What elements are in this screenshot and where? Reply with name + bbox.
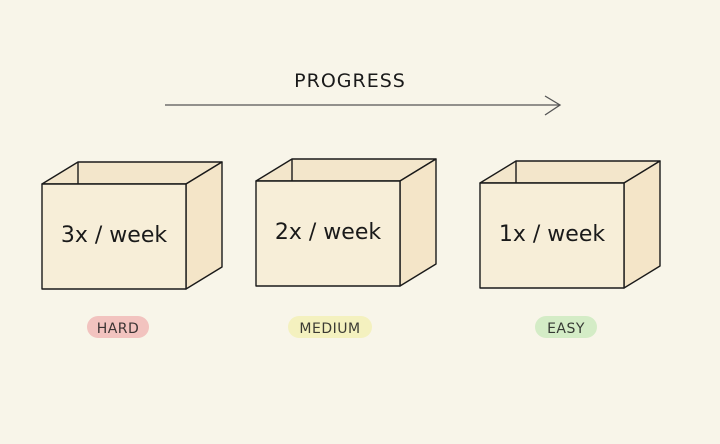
box-front bbox=[255, 180, 401, 287]
difficulty-label: HARD bbox=[97, 321, 140, 337]
difficulty-label: MEDIUM bbox=[299, 321, 360, 337]
progress-title: PROGRESS bbox=[294, 70, 406, 92]
box-frequency-text: 1x / week bbox=[499, 222, 605, 247]
box-front bbox=[41, 183, 187, 290]
box-side bbox=[623, 160, 661, 289]
box-side bbox=[399, 158, 437, 287]
box-front bbox=[479, 182, 625, 289]
difficulty-pill bbox=[535, 316, 597, 338]
difficulty-pill bbox=[87, 316, 149, 338]
difficulty-pill bbox=[288, 316, 372, 338]
box-side bbox=[185, 161, 223, 290]
box-frequency-text: 3x / week bbox=[61, 223, 167, 248]
box-frequency-text: 2x / week bbox=[275, 220, 381, 245]
difficulty-label: EASY bbox=[547, 321, 585, 337]
progress-arrow bbox=[165, 95, 562, 116]
